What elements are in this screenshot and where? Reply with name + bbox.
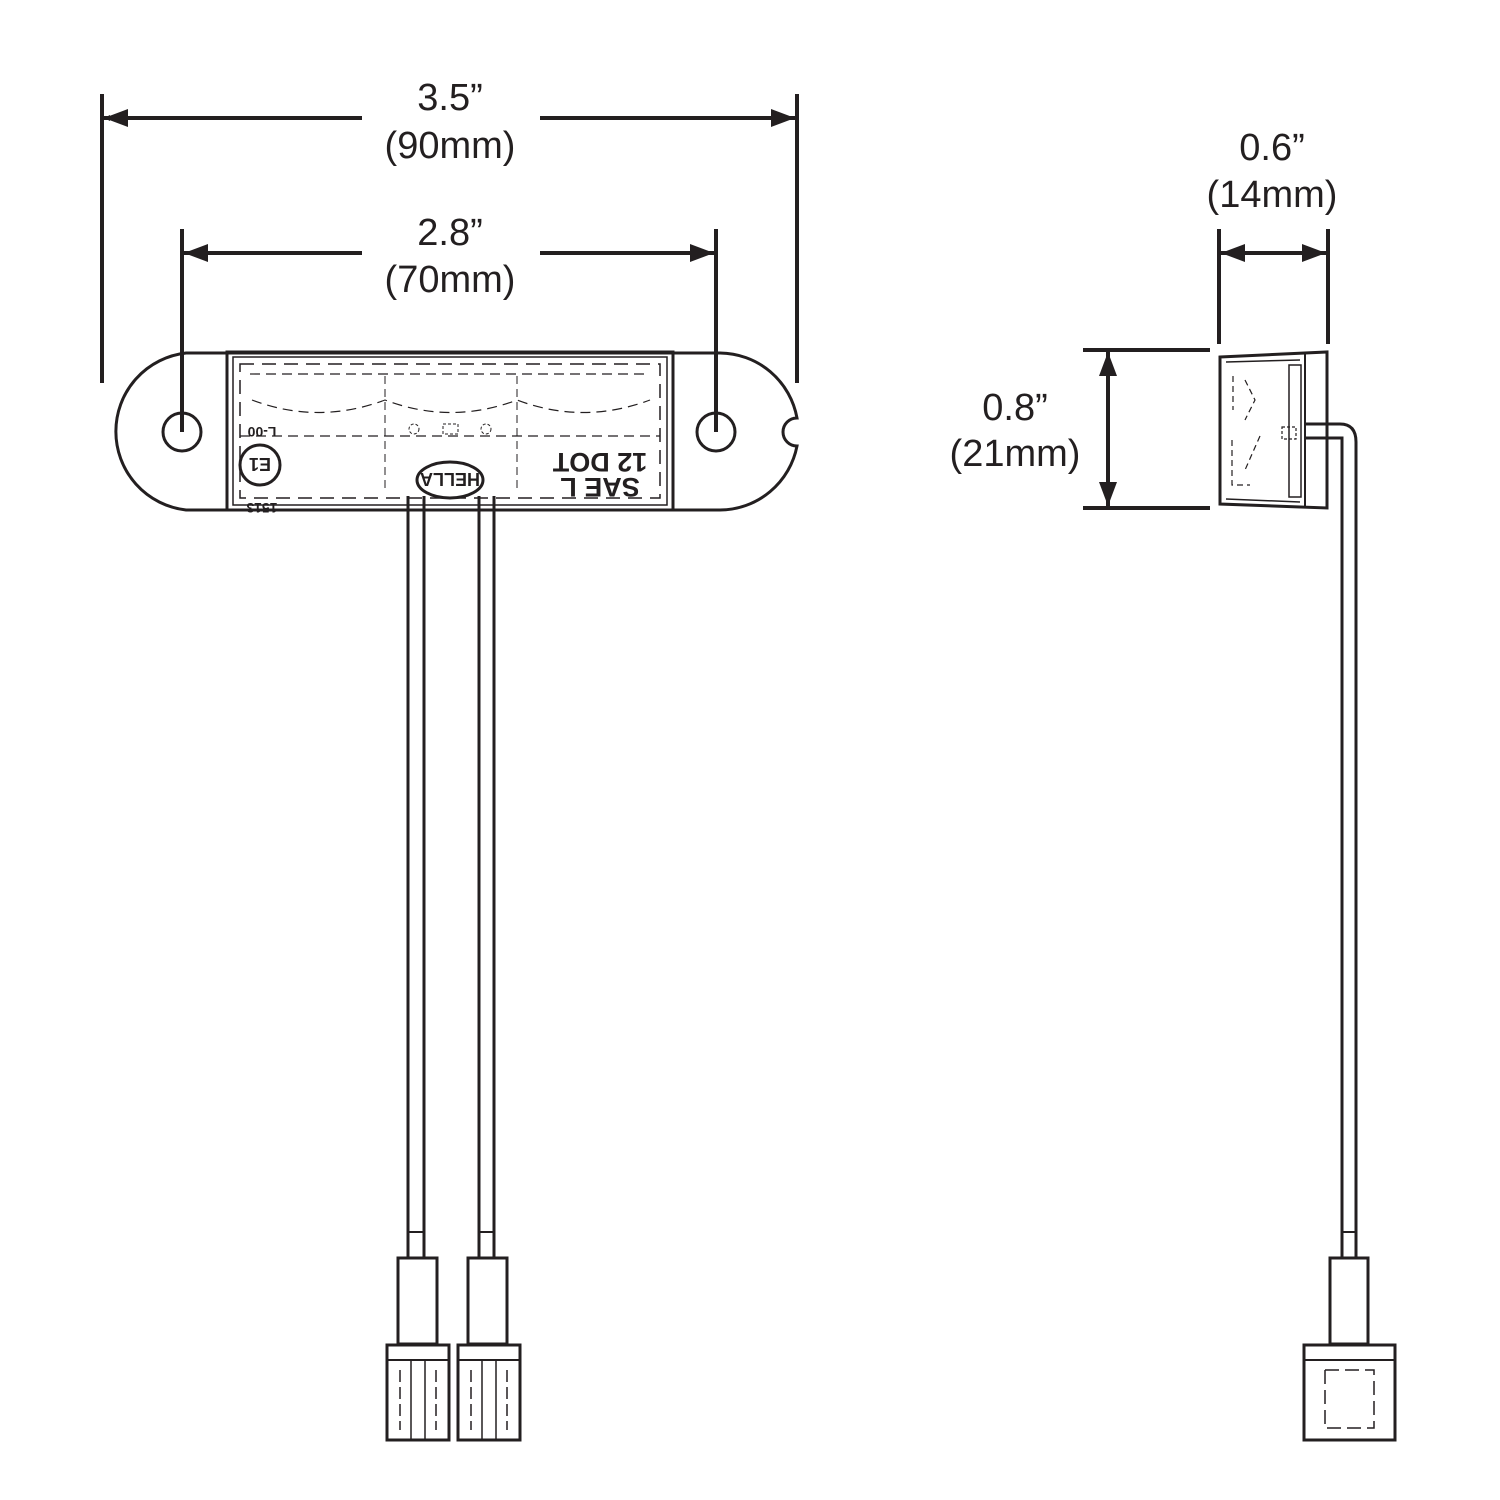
overall-length-mm: (90mm) [385,125,516,167]
lamp-front-view: HELLA SAE L 12 DOT E1 1513 L-00 [114,350,799,516]
mounting-hole-mm: (70mm) [385,259,516,301]
connector-right [456,1256,522,1442]
lens [225,350,675,512]
connector-left [385,1256,451,1442]
brand-text: HELLA [420,469,480,489]
depth-mm: (14mm) [1207,174,1338,216]
mounting-hole-left [161,411,203,453]
connector-side [1302,1256,1397,1442]
mounting-hole-inches: 2.8” [417,212,482,254]
brand-logo [415,460,485,500]
model-marking: L-00 [247,424,276,440]
front-wires [406,496,496,1258]
mounting-hole-dimension: 2.8” (70mm) [180,212,718,432]
approval-circle [238,443,282,487]
height-dimension: 0.8” (21mm) [950,348,1210,510]
overall-length-dimension: 3.5” (90mm) [100,77,799,383]
height-inches: 0.8” [982,387,1047,429]
overall-length-inches: 3.5” [417,77,482,119]
lamp-side-view [1218,350,1329,510]
mounting-hole-right [695,411,737,453]
depth-dimension: 0.6” (14mm) [1207,127,1338,344]
side-wire [1305,422,1358,1258]
sae-marking: SAE L [560,472,640,502]
code-marking: 1513 [246,500,277,516]
dot-marking: 12 DOT [552,447,647,477]
depth-inches: 0.6” [1239,127,1304,169]
approval-marking: E1 [249,454,271,474]
height-mm: (21mm) [950,433,1081,475]
